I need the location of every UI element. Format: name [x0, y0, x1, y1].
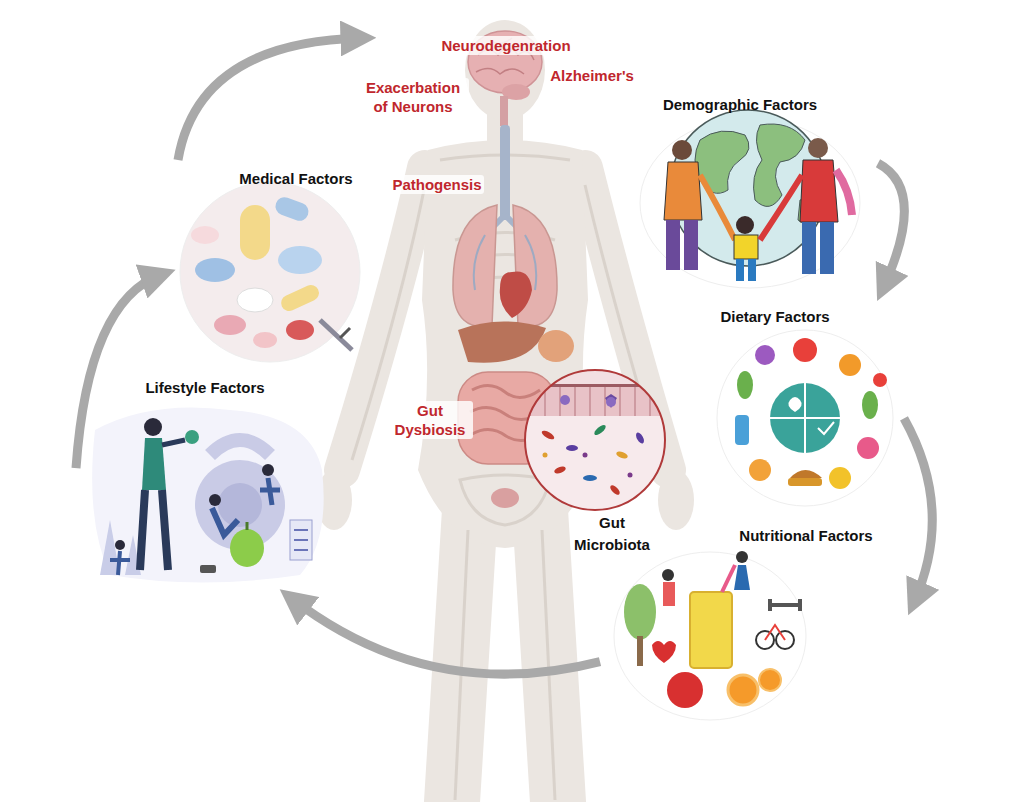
factor-heading: Dietary Factors	[720, 308, 829, 326]
cycle-arc	[178, 38, 362, 160]
factor-heading: Lifestyle Factors	[145, 379, 264, 397]
factor-node: Medical Factors	[178, 166, 368, 363]
gut-microbiota-inset	[520, 370, 670, 510]
lifestyle-picture	[92, 408, 324, 583]
pathology-label: Exacerbation of Neurons	[357, 78, 469, 116]
factor-heading: Demographic Factors	[663, 96, 817, 114]
factor-node: Nutritional Factors	[608, 523, 898, 721]
factor-node: Lifestyle Factors	[82, 375, 328, 582]
cycle-arrow	[878, 163, 904, 288]
nutritional-picture	[614, 551, 806, 720]
demographic-picture	[640, 110, 860, 288]
factor-node: Dietary Factors	[712, 304, 898, 512]
microbiota-label: Gut Microbiota	[565, 512, 660, 556]
cycle-arrow	[76, 274, 162, 468]
factor-heading: Nutritional Factors	[739, 527, 872, 545]
microbiota-node: Gut Microbiota	[522, 368, 670, 560]
factor-heading: Medical Factors	[239, 170, 352, 188]
cycle-arrow	[904, 418, 932, 602]
medical-picture	[180, 182, 360, 362]
cycle-arrow	[291, 598, 600, 674]
factor-node: Demographic Factors	[635, 92, 870, 290]
pathology-label: Neurodegenration	[439, 36, 572, 55]
dietary-picture	[717, 330, 893, 506]
pathology-label: Gut Dysbiosis	[387, 401, 473, 439]
pathology-label: Pathogensis	[390, 175, 483, 194]
pathology-label: Alzheimer's	[548, 66, 636, 85]
